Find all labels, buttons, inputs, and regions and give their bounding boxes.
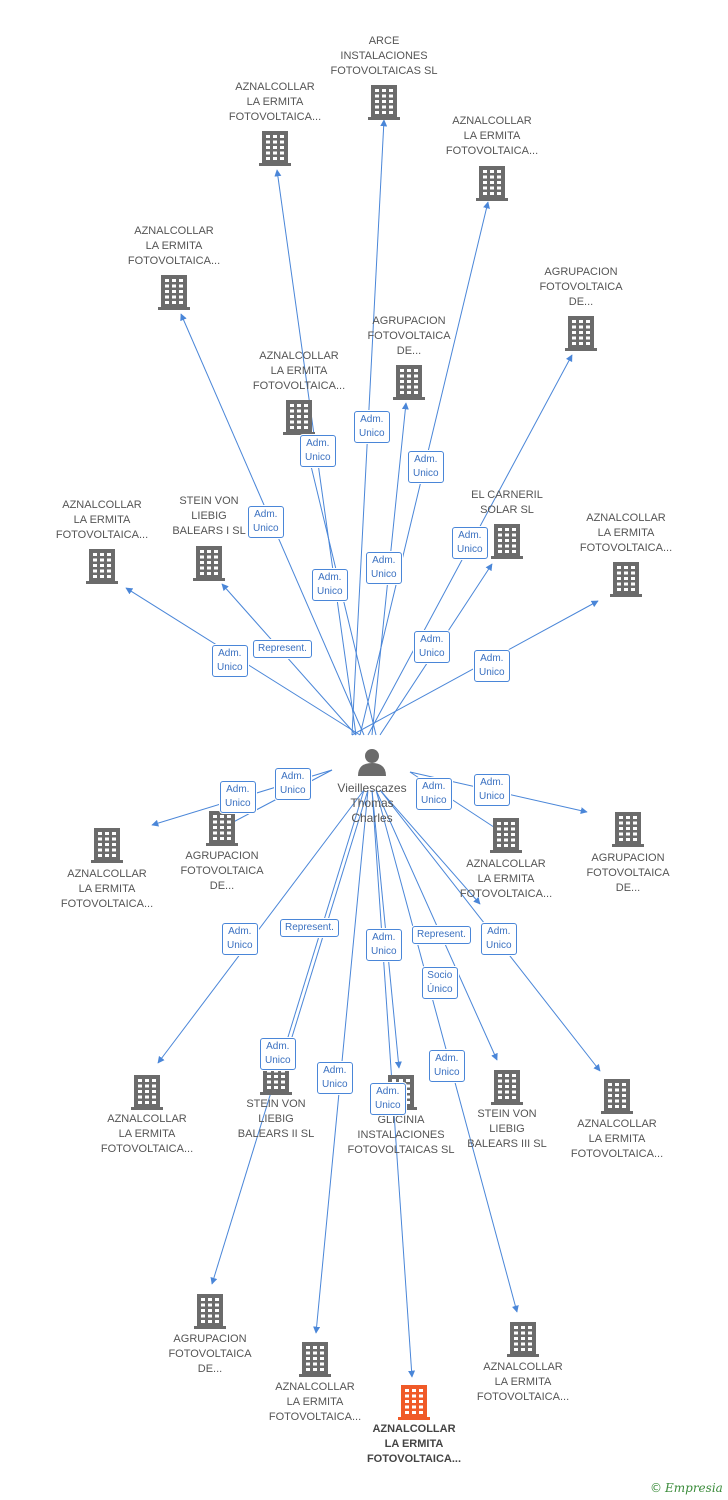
company-label[interactable]: AGRUPACION FOTOVOLTAICA DE... (586, 852, 670, 894)
building-icon[interactable] (193, 546, 225, 581)
company-label[interactable]: AGRUPACION FOTOVOLTAICA DE... (168, 1333, 252, 1375)
relation-label[interactable]: Adm. Unico (370, 1083, 406, 1115)
relation-label[interactable]: Adm. Unico (474, 650, 510, 682)
person-icon[interactable] (358, 749, 386, 776)
building-icon[interactable] (131, 1075, 163, 1110)
relation-label[interactable]: Adm. Unico (416, 778, 452, 810)
company-label[interactable]: STEIN VON LIEBIG BALEARS III SL (467, 1108, 547, 1150)
building-icon[interactable] (491, 1070, 523, 1105)
relation-label[interactable]: Adm. Unico (408, 451, 444, 483)
relation-label[interactable]: Adm. Unico (248, 506, 284, 538)
empresia-watermark: ©Empresia (650, 1481, 723, 1495)
company-label[interactable]: EL CARNERIL SOLAR SL (471, 489, 543, 516)
company-label[interactable]: AZNALCOLLAR LA ERMITA FOTOVOLTAICA... (252, 350, 346, 392)
brand-name: Empresia (665, 1481, 723, 1495)
building-icon[interactable] (86, 549, 118, 584)
building-icon[interactable] (612, 812, 644, 847)
company-label[interactable]: GLICINIA INSTALACIONES FOTOVOLTAICAS SL (347, 1114, 455, 1156)
company-label[interactable]: AZNALCOLLAR LA ERMITA FOTOVOLTAICA... (459, 858, 553, 900)
relation-label[interactable]: Adm. Unico (317, 1062, 353, 1094)
relation-label[interactable]: Adm. Unico (481, 923, 517, 955)
building-icon[interactable] (610, 562, 642, 597)
company-label[interactable]: AZNALCOLLAR LA ERMITA FOTOVOLTAICA... (127, 225, 221, 267)
edge-r16 (157, 789, 365, 1064)
building-icon[interactable] (507, 1322, 539, 1357)
building-icon[interactable] (259, 131, 291, 166)
company-label[interactable]: AGRUPACION FOTOVOLTAICA DE... (180, 850, 264, 892)
edge-r22 (313, 789, 369, 1334)
building-icon[interactable] (491, 524, 523, 559)
building-icon[interactable] (158, 275, 190, 310)
relation-label[interactable]: Adm. Unico (366, 929, 402, 961)
relation-label[interactable]: Adm. Unico (275, 768, 311, 800)
company-label[interactable]: AZNALCOLLAR LA ERMITA FOTOVOLTAICA... (366, 1423, 462, 1465)
relation-label[interactable]: Adm. Unico (474, 774, 510, 806)
company-label[interactable]: STEIN VON LIEBIG BALEARS II SL (237, 1098, 315, 1140)
company-label[interactable]: STEIN VON LIEBIG BALEARS I SL (172, 495, 246, 537)
building-icon[interactable] (601, 1079, 633, 1114)
company-label[interactable]: AZNALCOLLAR LA ERMITA FOTOVOLTAICA... (579, 512, 673, 554)
building-icon[interactable] (91, 828, 123, 863)
building-icon[interactable] (490, 818, 522, 853)
relation-label[interactable]: Adm. Unico (220, 781, 256, 813)
relation-label[interactable]: Socio Único (422, 967, 458, 999)
edge-r21 (210, 789, 365, 1285)
building-icon[interactable] (565, 316, 597, 351)
building-icon[interactable] (206, 811, 238, 846)
relation-label[interactable]: Adm. Unico (366, 552, 402, 584)
building-icon[interactable] (398, 1385, 430, 1420)
company-label[interactable]: AZNALCOLLAR LA ERMITA FOTOVOLTAICA... (228, 81, 322, 123)
company-label[interactable]: ARCE INSTALACIONES FOTOVOLTAICAS SL (330, 35, 438, 77)
relation-label[interactable]: Represent. (412, 926, 471, 944)
person-label[interactable]: Vieillescazes Thomas Charles (337, 781, 407, 825)
company-label[interactable]: AZNALCOLLAR LA ERMITA FOTOVOLTAICA... (100, 1113, 194, 1155)
edge-r10 (221, 583, 357, 736)
relation-label[interactable]: Represent. (253, 640, 312, 658)
building-icon[interactable] (368, 85, 400, 120)
relation-label[interactable]: Adm. Unico (260, 1038, 296, 1070)
relation-label[interactable]: Adm. Unico (222, 923, 258, 955)
company-label[interactable]: AGRUPACION FOTOVOLTAICA DE... (539, 266, 623, 308)
relation-label[interactable]: Adm. Unico (212, 645, 248, 677)
building-icon[interactable] (476, 166, 508, 201)
relation-label[interactable]: Represent. (280, 919, 339, 937)
copyright-icon: © (650, 1481, 662, 1495)
company-label[interactable]: AZNALCOLLAR LA ERMITA FOTOVOLTAICA... (445, 115, 539, 157)
company-label[interactable]: AGRUPACION FOTOVOLTAICA DE... (367, 315, 451, 357)
building-icon[interactable] (283, 400, 315, 435)
company-label[interactable]: AZNALCOLLAR LA ERMITA FOTOVOLTAICA... (268, 1381, 362, 1423)
company-label[interactable]: AZNALCOLLAR LA ERMITA FOTOVOLTAICA... (60, 868, 154, 910)
building-icon[interactable] (194, 1294, 226, 1329)
building-icon[interactable] (393, 365, 425, 400)
edge-r25 (379, 789, 481, 905)
relation-label[interactable]: Adm. Unico (414, 631, 450, 663)
building-icon[interactable] (299, 1342, 331, 1377)
relation-label[interactable]: Adm. Unico (354, 411, 390, 443)
company-label[interactable]: AZNALCOLLAR LA ERMITA FOTOVOLTAICA... (476, 1361, 570, 1403)
edge-r19 (375, 789, 498, 1061)
relation-label[interactable]: Adm. Unico (300, 435, 336, 467)
relation-label[interactable]: Adm. Unico (312, 569, 348, 601)
company-label[interactable]: AZNALCOLLAR LA ERMITA FOTOVOLTAICA... (570, 1118, 664, 1160)
relation-label[interactable]: Adm. Unico (452, 527, 488, 559)
company-label[interactable]: AZNALCOLLAR LA ERMITA FOTOVOLTAICA... (55, 499, 149, 541)
relation-label[interactable]: Adm. Unico (429, 1050, 465, 1082)
